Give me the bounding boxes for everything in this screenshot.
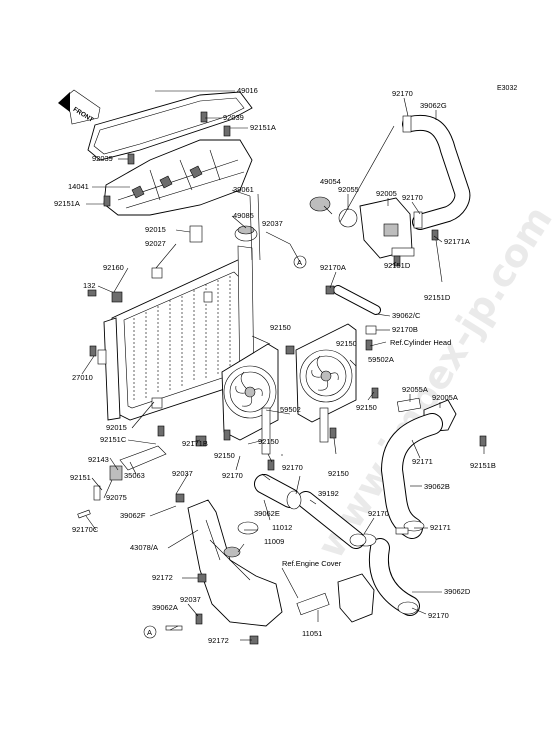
label-92151d: 92151D — [384, 261, 411, 270]
ref-engine-cover: Ref.Engine Cover — [282, 559, 342, 568]
label-92151d: 92151D — [424, 293, 451, 302]
hose-39062c — [325, 285, 381, 351]
label-92170: 92170 — [282, 463, 303, 472]
label-59502: 59502 — [280, 405, 301, 414]
label-39061: 39061 — [233, 185, 254, 194]
label-39062f: 39062F — [120, 511, 146, 520]
label-132: 132 — [83, 281, 96, 290]
label-92172: 92172 — [152, 573, 173, 582]
label-92170: 92170 — [392, 89, 413, 98]
label-39062a: 39062A — [152, 603, 178, 612]
label-92150: 92150 — [356, 403, 377, 412]
label-92170: 92170 — [402, 193, 423, 202]
label-92171a: 92171A — [444, 237, 470, 246]
label-49054: 49054 — [320, 177, 341, 186]
label-92172: 92172 — [208, 636, 229, 645]
radiator-shroud-14041 — [103, 139, 253, 216]
label-92150: 92150 — [214, 451, 235, 460]
pipe-39061 — [249, 193, 261, 261]
label-92170a: 92170A — [320, 263, 346, 272]
label-11009: 11009 — [264, 537, 284, 546]
label-39062d: 39062D — [444, 587, 471, 596]
label-92171: 92171 — [430, 523, 451, 532]
label-92151a: 92151A — [250, 123, 276, 132]
label-11051: 11051 — [302, 629, 322, 638]
label-59502a: 59502A — [368, 355, 394, 364]
label-92037: 92037 — [172, 469, 193, 478]
front-arrow-icon: FRONT — [58, 89, 101, 125]
label-92150: 92150 — [328, 469, 349, 478]
hose-39062e — [254, 474, 302, 510]
label-92171b: 92171B — [182, 439, 208, 448]
label-92151b: 92151B — [470, 461, 496, 470]
label-39192: 39192 — [318, 489, 339, 498]
label-92039: 92039 — [223, 113, 244, 122]
ref-cylinder-head: Ref.Cylinder Head — [390, 338, 451, 347]
label-92151c: 92151C — [100, 435, 127, 444]
label-35063: 35063 — [124, 471, 145, 480]
label-92150: 92150 — [270, 323, 291, 332]
label-92171: 92171 — [412, 457, 433, 466]
cooling-fan-59502a — [295, 323, 357, 443]
label-92039: 92039 — [92, 154, 113, 163]
label-92151: 92151 — [70, 473, 91, 482]
label-92005: 92005 — [376, 189, 397, 198]
leader-lines — [81, 90, 485, 641]
label-92160: 92160 — [103, 263, 124, 272]
radiator-core — [97, 245, 255, 421]
label-92151a: 92151A — [54, 199, 80, 208]
label-92037: 92037 — [262, 219, 283, 228]
label-92027: 92027 — [145, 239, 166, 248]
cooling-fan-59502 — [221, 343, 279, 455]
label-92075: 92075 — [106, 493, 127, 502]
pipe-39192 — [297, 491, 367, 549]
label-43078a: 43078/A — [130, 543, 158, 552]
label-39062c: 39062/C — [392, 311, 421, 320]
label-92015: 92015 — [145, 225, 166, 234]
label-39062b: 39062B — [424, 482, 450, 491]
svg-text:A: A — [297, 258, 302, 267]
label-39062e: 39062E — [254, 509, 280, 518]
label-49016: 49016 — [237, 86, 258, 95]
label-92055: 92055 — [338, 185, 359, 194]
label-92170: 92170 — [368, 509, 389, 518]
svg-text:A: A — [147, 628, 152, 637]
label-49085: 49085 — [233, 211, 254, 220]
label-14041: 14041 — [68, 182, 89, 191]
diagram-code: E3032 — [497, 85, 517, 92]
label-92037: 92037 — [180, 595, 201, 604]
hose-39062b — [380, 413, 443, 539]
label-92170c: 92170C — [72, 525, 99, 534]
thermostat-housing-92005 — [338, 197, 415, 259]
label-92143: 92143 — [88, 455, 109, 464]
label-92150: 92150 — [258, 437, 279, 446]
radiator-brackets — [111, 225, 213, 409]
engine-cover-ref — [296, 573, 375, 623]
ref-marker-a-bottom: A — [143, 625, 157, 639]
label-92005a: 92005A — [432, 393, 458, 402]
label-11012: 11012 — [272, 523, 292, 532]
hose-39062g — [402, 114, 471, 230]
label-92150: 92150 — [336, 339, 357, 348]
label-92170: 92170 — [222, 471, 243, 480]
label-92170b: 92170B — [392, 325, 418, 334]
label-39062g: 39062G — [420, 101, 447, 110]
reserve-tank-43078a — [187, 499, 283, 627]
label-92015: 92015 — [106, 423, 127, 432]
label-92055a: 92055A — [402, 385, 428, 394]
bolts — [87, 111, 487, 645]
bracket-35063 — [77, 445, 167, 519]
label-27010: 27010 — [72, 373, 93, 382]
label-92170: 92170 — [428, 611, 449, 620]
part-labels: 49016 92039 92151A 92039 14041 92151A 39… — [54, 86, 496, 645]
